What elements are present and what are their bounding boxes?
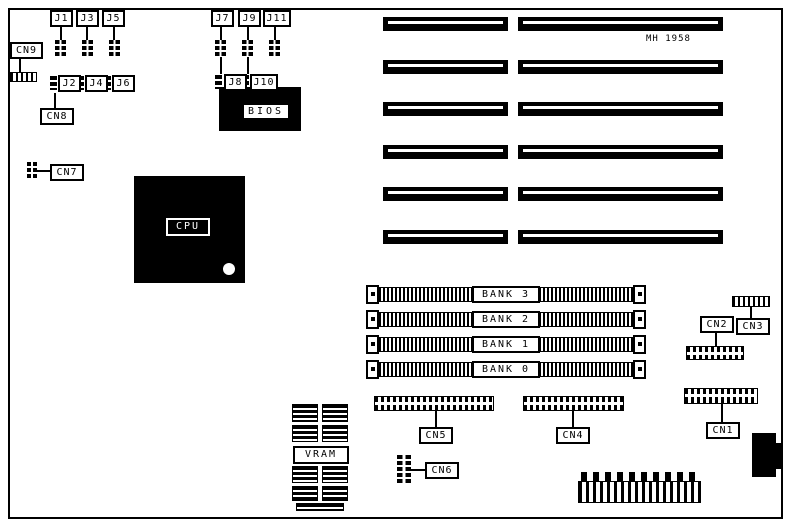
- jumper-label-j10: J10: [250, 74, 278, 91]
- jumper-pins-icon-j8: [215, 75, 222, 89]
- board-outline: [8, 8, 783, 519]
- connector-label-cn2: CN2: [700, 316, 734, 333]
- jumper-pins-icon-j11: [269, 40, 280, 57]
- connector-label-cn3: CN3: [736, 318, 770, 335]
- expansion-slot-5-left: [383, 187, 508, 201]
- connector-header-cn4: [523, 396, 624, 411]
- jumper-pins-icon-j9: [242, 40, 253, 57]
- jumper-pins-icon-j7: [215, 40, 226, 57]
- leader-line-cn1: [721, 404, 723, 422]
- leader-line-j9: [247, 27, 249, 40]
- connector-header-cn5: [374, 396, 494, 411]
- leader-line-cn2: [715, 333, 717, 346]
- connector-header-cn1: [684, 388, 758, 404]
- expansion-slot-1-right: [518, 17, 723, 31]
- connector-header-cn2: [686, 346, 744, 360]
- connector-label-cn7: CN7: [50, 164, 84, 181]
- expansion-slot-6-left: [383, 230, 508, 244]
- keyboard-connector-plug: [776, 443, 783, 469]
- jumper-label-j5: J5: [102, 10, 125, 27]
- jumper-label-j8: J8: [224, 74, 247, 91]
- connector-label-cn1: CN1: [706, 422, 740, 439]
- expansion-slot-2-right: [518, 60, 723, 74]
- leader-line-cn4: [572, 411, 574, 427]
- bios-chip-label: BIOS: [242, 103, 290, 120]
- jumper-pins-icon-j2: [50, 76, 57, 90]
- leader-line-j5: [113, 27, 115, 40]
- leader-line-j7: [220, 27, 222, 40]
- vram-chip: [292, 486, 318, 501]
- leader-line-j8: [220, 57, 222, 74]
- bottom-header-pins-top-row: [581, 472, 699, 481]
- expansion-slot-6-right: [518, 230, 723, 244]
- vram-chip: [292, 425, 318, 442]
- expansion-slot-3-left: [383, 102, 508, 116]
- expansion-slot-1-left: [383, 17, 508, 31]
- vram-chip: [322, 425, 348, 442]
- simm-clip-left-bank3: [366, 285, 379, 304]
- connector-label-cn5: CN5: [419, 427, 453, 444]
- board-part-number: MH 1958: [646, 34, 691, 44]
- simm-clip-left-bank0: [366, 360, 379, 379]
- jumper-label-j4: J4: [85, 75, 108, 92]
- leader-line-cn6: [411, 469, 425, 471]
- vram-chip: [292, 404, 318, 422]
- simm-clip-right-bank0: [633, 360, 646, 379]
- leader-line-cn9: [19, 59, 21, 72]
- jumper-pins-icon-j5: [109, 40, 120, 57]
- leader-line-cn5: [435, 411, 437, 427]
- jumper-label-j1: J1: [50, 10, 73, 27]
- bank0-label: BANK 0: [472, 361, 540, 378]
- simm-clip-right-bank2: [633, 310, 646, 329]
- bank3-label: BANK 3: [472, 286, 540, 303]
- jumper-pins-icon-j3: [82, 40, 93, 57]
- vram-label: VRAM: [293, 446, 349, 464]
- keyboard-connector: [752, 433, 776, 477]
- connector-label-cn4: CN4: [556, 427, 590, 444]
- simm-clip-left-bank1: [366, 335, 379, 354]
- vram-chip: [322, 404, 348, 422]
- connector-label-cn9: CN9: [10, 42, 43, 59]
- jumper-label-j3: J3: [76, 10, 99, 27]
- bottom-header-connector: [578, 481, 701, 503]
- leader-line-cn7: [37, 170, 50, 172]
- vram-chip: [292, 466, 318, 483]
- connector-pins-icon-cn9: [10, 72, 37, 82]
- connector-pins-icon-cn7: [27, 162, 37, 178]
- connector-label-cn6: CN6: [425, 462, 459, 479]
- jumper-label-j2: J2: [58, 75, 81, 92]
- simm-clip-right-bank3: [633, 285, 646, 304]
- leader-line-cn3: [750, 307, 752, 318]
- simm-clip-right-bank1: [633, 335, 646, 354]
- leader-line-j11: [274, 27, 276, 40]
- bank2-label: BANK 2: [472, 311, 540, 328]
- connector-label-cn8: CN8: [40, 108, 74, 125]
- leader-line-cn8: [54, 93, 56, 108]
- cpu-chip-label: CPU: [166, 218, 210, 236]
- vram-chip: [322, 466, 348, 483]
- jumper-pins-icon-j1: [55, 40, 66, 57]
- jumper-label-j11: J11: [263, 10, 291, 27]
- expansion-slot-5-right: [518, 187, 723, 201]
- expansion-slot-4-left: [383, 145, 508, 159]
- jumper-label-j7: J7: [211, 10, 234, 27]
- expansion-slot-2-left: [383, 60, 508, 74]
- leader-line-j1: [60, 27, 62, 40]
- expansion-slot-4-right: [518, 145, 723, 159]
- vram-chip: [296, 503, 344, 511]
- cpu-pin1-marker: [223, 263, 235, 275]
- expansion-slot-3-right: [518, 102, 723, 116]
- leader-line-j10: [247, 57, 249, 74]
- jumper-label-j9: J9: [238, 10, 261, 27]
- jumper-label-j6: J6: [112, 75, 135, 92]
- bank1-label: BANK 1: [472, 336, 540, 353]
- connector-pins-icon-cn6: [397, 455, 411, 485]
- simm-clip-left-bank2: [366, 310, 379, 329]
- leader-line-j3: [86, 27, 88, 40]
- connector-pins-icon-cn3: [732, 296, 770, 307]
- vram-chip: [322, 486, 348, 501]
